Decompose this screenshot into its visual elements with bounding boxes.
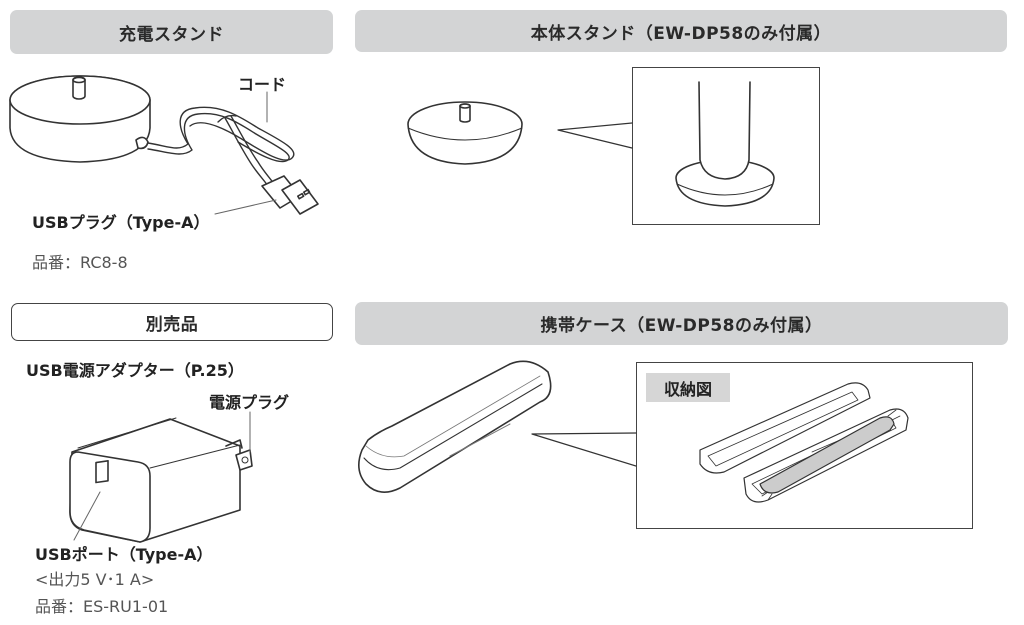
charging-stand-illustration [9, 75, 151, 163]
case-callout-pointer [531, 432, 637, 467]
adapter-leader-lines [73, 411, 251, 541]
carry-case-header-text: 携帯ケース（EW-DP58のみ付属） [540, 316, 823, 336]
storage-diagram-tag-text: 収納図 [663, 379, 712, 399]
output-spec: <出力5 V･1 A> [35, 570, 155, 589]
carry-case-open-illustration [699, 382, 909, 503]
usb-plug-illustration [261, 175, 319, 215]
power-plug-label: 電源プラグ [209, 393, 290, 412]
body-stand-header-text: 本体スタンド（EW-DP58のみ付属） [530, 23, 832, 44]
callout-pointer [557, 122, 633, 149]
carry-case-closed-illustration [358, 360, 552, 493]
usb-plug-label: USBプラグ（Type-A） [32, 213, 210, 232]
usb-port-label: USBポート（Type-A） [35, 545, 213, 564]
storage-diagram-tag: 収納図 [646, 373, 730, 402]
charging-stand-header: 充電スタンド [10, 10, 333, 54]
adapter-part-number: 品番：ES-RU1-01 [35, 597, 169, 616]
charging-stand-header-text: 充電スタンド [119, 24, 224, 45]
leader-lines [214, 91, 277, 215]
sold-separately-header-text: 別売品 [145, 314, 199, 335]
sold-separately-header: 別売品 [11, 303, 333, 341]
usb-adapter-illustration [69, 417, 253, 543]
cord-label: コード [238, 75, 287, 94]
cord-illustration [147, 106, 295, 187]
carry-case-header: 携帯ケース（EW-DP58のみ付属） [355, 302, 1008, 345]
body-stand-detail-illustration [675, 81, 775, 207]
charging-stand-part-number: 品番：RC8-8 [32, 253, 128, 272]
usb-adapter-title: USB電源アダプター（P.25） [26, 361, 244, 380]
body-stand-illustration [407, 101, 523, 165]
body-stand-header: 本体スタンド（EW-DP58のみ付属） [355, 10, 1007, 52]
